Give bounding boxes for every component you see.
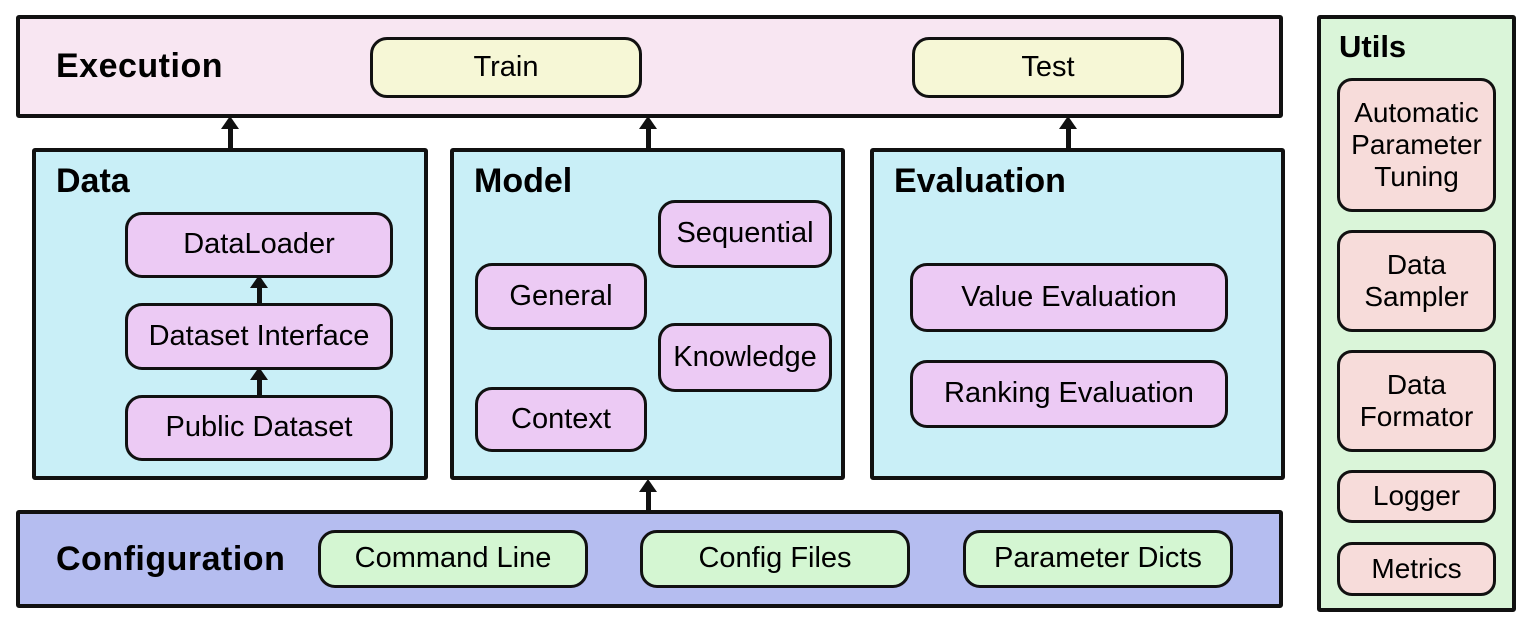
arrow-head (250, 275, 268, 288)
ranking-evaluation-box: Ranking Evaluation (910, 360, 1228, 428)
configuration-bar: Configuration Command Line Config Files … (16, 510, 1283, 608)
evaluation-panel-title: Evaluation (894, 162, 1066, 200)
data-sampler-box: Data Sampler (1337, 230, 1496, 332)
automatic-parameter-tuning-box: Automatic Parameter Tuning (1337, 78, 1496, 212)
knowledge-box: Knowledge (658, 323, 832, 392)
arrow-head (639, 479, 657, 492)
arrow-stem (1065, 129, 1071, 149)
metrics-box: Metrics (1337, 542, 1496, 596)
arrow-head (250, 367, 268, 380)
configuration-title: Configuration (56, 539, 286, 578)
command-line-box: Command Line (318, 530, 588, 588)
execution-title: Execution (56, 47, 223, 85)
dataloader-box: DataLoader (125, 212, 393, 278)
arrow-data-to-execution (219, 116, 241, 149)
arrow-stem (256, 288, 262, 304)
train-box: Train (370, 37, 642, 98)
arrow-public-dataset-to-dataset-interface (248, 367, 270, 396)
model-panel: Model Sequential General Knowledge Conte… (450, 148, 845, 480)
arrow-model-to-execution (637, 116, 659, 149)
arrow-evaluation-to-execution (1057, 116, 1079, 149)
arrow-stem (227, 129, 233, 149)
arrow-dataset-interface-to-dataloader (248, 275, 270, 304)
execution-bar: Execution Train Test (16, 15, 1283, 118)
arrow-configuration-to-model (637, 479, 659, 512)
data-formator-box: Data Formator (1337, 350, 1496, 452)
sequential-box: Sequential (658, 200, 832, 268)
general-box: General (475, 263, 647, 330)
test-box: Test (912, 37, 1184, 98)
parameter-dicts-box: Parameter Dicts (963, 530, 1233, 588)
arrow-head (221, 116, 239, 129)
utils-panel: Utils Automatic Parameter Tuning Data Sa… (1317, 15, 1516, 612)
model-panel-title: Model (474, 162, 573, 200)
evaluation-panel: Evaluation Value Evaluation Ranking Eval… (870, 148, 1285, 480)
arrow-head (639, 116, 657, 129)
dataset-interface-box: Dataset Interface (125, 303, 393, 370)
public-dataset-box: Public Dataset (125, 395, 393, 461)
logger-box: Logger (1337, 470, 1496, 523)
arrow-stem (645, 492, 651, 512)
data-panel-title: Data (56, 162, 130, 200)
arrow-stem (256, 380, 262, 396)
arrow-head (1059, 116, 1077, 129)
context-box: Context (475, 387, 647, 452)
arrow-stem (645, 129, 651, 149)
data-panel: Data DataLoader Dataset Interface Public… (32, 148, 428, 480)
value-evaluation-box: Value Evaluation (910, 263, 1228, 332)
config-files-box: Config Files (640, 530, 910, 588)
utils-title: Utils (1339, 29, 1407, 64)
